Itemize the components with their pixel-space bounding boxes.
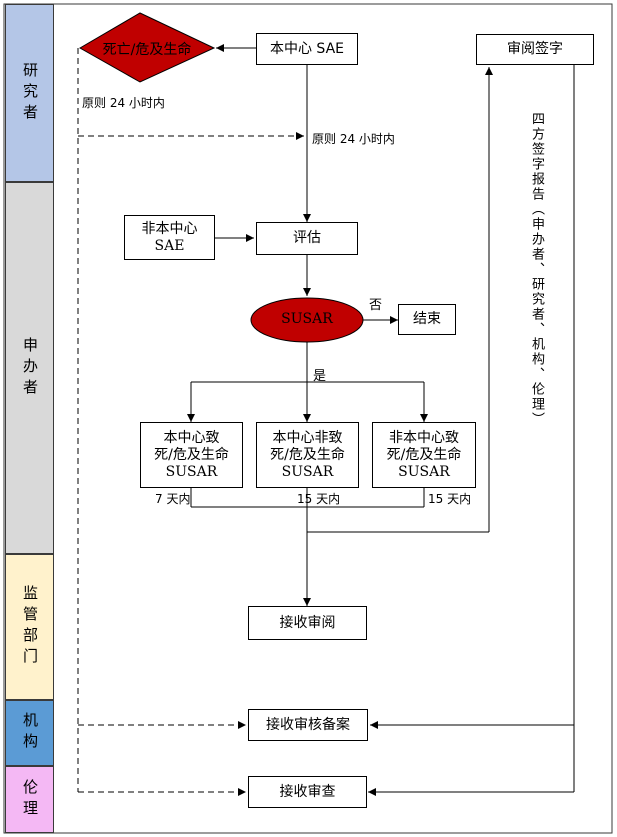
lane-regulator: 监管部门 bbox=[5, 554, 54, 700]
receive-examine-label: 接收审查 bbox=[279, 783, 336, 800]
non-center-sae-line1: 非本中心 bbox=[141, 220, 198, 237]
receive-review-label: 接收审阅 bbox=[279, 614, 336, 631]
susar-box-2: 本中心非致 死/危及生命 SUSAR bbox=[256, 422, 359, 488]
this-center-sae-box: 本中心 SAE bbox=[256, 33, 358, 65]
receive-examine-box: 接收审查 bbox=[248, 776, 367, 808]
susar-box-2-line1: 本中心非致 bbox=[272, 429, 343, 446]
susar-box-1: 本中心致 死/危及生命 SUSAR bbox=[140, 422, 243, 488]
evaluate-label: 评估 bbox=[293, 230, 321, 246]
lane-researcher-label: 研究者 bbox=[21, 61, 39, 125]
non-center-sae-line2: SAE bbox=[154, 237, 185, 254]
susar-label: SUSAR bbox=[281, 311, 333, 327]
days15-mid-label: 15 天内 bbox=[297, 492, 341, 506]
susar-box-3-line3: SUSAR bbox=[398, 463, 450, 480]
lane-regulator-label: 监管部门 bbox=[21, 585, 39, 669]
review-sign-label: 审阅签字 bbox=[507, 41, 563, 57]
susar-box-1-line3: SUSAR bbox=[165, 463, 218, 480]
receive-audit-file-label: 接收审核备案 bbox=[266, 716, 350, 733]
lane-ethics: 伦理 bbox=[5, 766, 54, 833]
four-party-label: 四方签字报告（申办者、研究者、机构、伦理） bbox=[529, 112, 544, 427]
susar-box-1-line2: 死/危及生命 bbox=[154, 446, 229, 463]
receive-audit-file-box: 接收审核备案 bbox=[248, 709, 368, 741]
review-sign-box: 审阅签字 bbox=[476, 34, 594, 65]
yes-label: 是 bbox=[313, 369, 327, 384]
death-diamond-label: 死亡/危及生命 bbox=[102, 42, 192, 58]
days15-right-label: 15 天内 bbox=[428, 492, 472, 506]
no-label: 否 bbox=[369, 298, 383, 313]
end-label: 结束 bbox=[413, 311, 441, 327]
susar-box-3-line1: 非本中心致 bbox=[389, 429, 459, 446]
end-box: 结束 bbox=[398, 304, 456, 335]
lane-institution-label: 机构 bbox=[21, 712, 39, 754]
days7-label: 7 天内 bbox=[155, 492, 191, 506]
lane-sponsor: 申办者 bbox=[5, 182, 54, 554]
lane-sponsor-label: 申办者 bbox=[21, 336, 39, 400]
susar-box-2-line2: 死/危及生命 bbox=[270, 446, 345, 463]
lane-ethics-label: 伦理 bbox=[21, 778, 39, 821]
evaluate-box: 评估 bbox=[256, 222, 358, 255]
outer-border bbox=[3, 3, 613, 834]
this-center-sae-label: 本中心 SAE bbox=[269, 40, 345, 57]
lane-institution: 机构 bbox=[5, 700, 54, 766]
death-diamond-shape bbox=[78, 12, 216, 83]
within24-right-label: 原则 24 小时内 bbox=[312, 132, 395, 146]
receive-review-box: 接收审阅 bbox=[248, 606, 367, 640]
susar-box-3: 非本中心致 死/危及生命 SUSAR bbox=[372, 422, 476, 488]
susar-box-2-line3: SUSAR bbox=[281, 463, 334, 480]
susar-box-3-line2: 死/危及生命 bbox=[386, 446, 462, 463]
non-center-sae-box: 非本中心 SAE bbox=[124, 215, 215, 260]
within24-left-label: 原则 24 小时内 bbox=[82, 96, 165, 110]
susar-box-1-line1: 本中心致 bbox=[163, 429, 220, 446]
lane-researcher: 研究者 bbox=[5, 4, 54, 182]
